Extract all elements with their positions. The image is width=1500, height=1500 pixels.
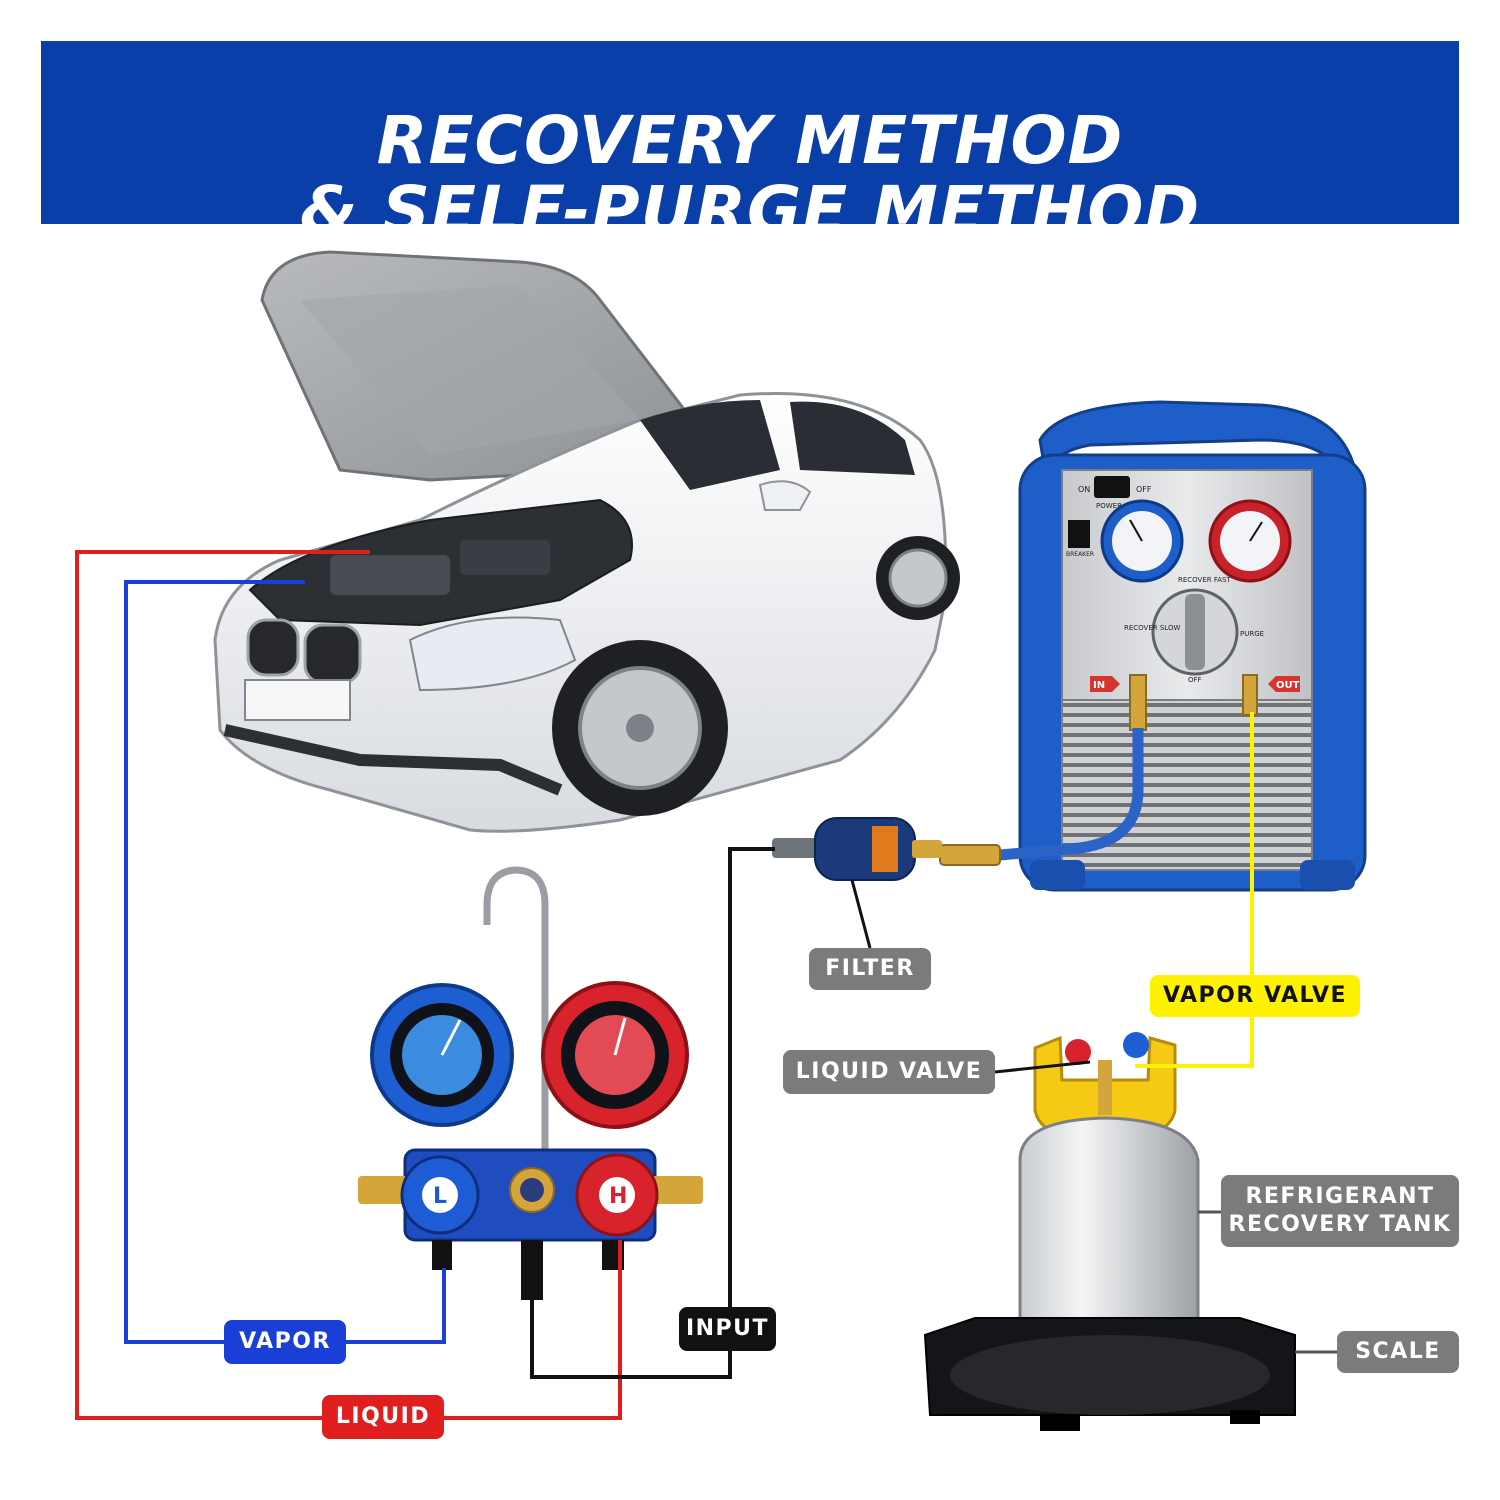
- input-label: INPUT: [679, 1307, 776, 1351]
- filter-leader: [850, 879, 872, 949]
- recovery-machine: ON OFF POWER BREAKER RECOVER FAST RECOVE…: [1018, 400, 1367, 892]
- in-arrow-badge: [1090, 676, 1120, 692]
- liquid-line: [75, 550, 622, 1420]
- panel-on-label: ON: [1078, 485, 1090, 494]
- title-line-2: & SELF-PURGE METHOD: [299, 172, 1201, 249]
- title-line-1: RECOVERY METHOD: [376, 102, 1124, 179]
- liquid-label: LIQUID: [322, 1395, 444, 1439]
- tank-blue-handwheel: [1123, 1032, 1149, 1058]
- car-illustration: [213, 250, 960, 833]
- car-grille-left: [246, 618, 300, 677]
- panel-out-label: OUT: [1276, 680, 1300, 691]
- filter-label: FILTER: [809, 948, 931, 990]
- machine-hose: [999, 728, 1144, 861]
- vapor-valve-label: VAPOR VALVE: [1150, 975, 1360, 1017]
- vapor-line: [124, 580, 446, 1344]
- power-switch: [1094, 476, 1130, 498]
- low-knob-label: L: [433, 1184, 447, 1209]
- machine-out-port: [1242, 674, 1258, 716]
- scale-label: SCALE: [1337, 1331, 1459, 1373]
- panel-in-label: IN: [1093, 680, 1105, 691]
- car-side-window: [790, 401, 915, 475]
- panel-power-label: POWER: [1096, 502, 1122, 510]
- panel-recover-slow-label: RECOVER SLOW: [1124, 624, 1180, 632]
- manifold-gauge-set: L H: [358, 866, 703, 1300]
- tank-red-handwheel: [1065, 1039, 1091, 1065]
- hose-brass-fitting: [939, 844, 1001, 866]
- panel-purge-label: PURGE: [1240, 630, 1264, 638]
- machine-in-port: [1129, 674, 1147, 731]
- panel-breaker-label: BREAKER: [1066, 551, 1094, 558]
- refrigerant-recovery-tank-label: REFRIGERANT RECOVERY TANK: [1221, 1175, 1459, 1247]
- vapor-valve-line: [1135, 712, 1254, 1068]
- filter-drier: [772, 817, 942, 881]
- panel-off-label: OFF: [1136, 485, 1152, 494]
- vapor-label: VAPOR: [224, 1320, 346, 1364]
- refrigerant-recovery-tank: [1018, 1032, 1200, 1366]
- manifold-hook: [483, 866, 549, 1150]
- car-license-plate: [244, 679, 351, 721]
- filter-body: [814, 817, 916, 881]
- title-banner: RECOVERY METHOD & SELF-PURGE METHOD: [41, 41, 1459, 249]
- out-arrow-badge: [1268, 676, 1300, 692]
- liquid-valve-label: LIQUID VALVE: [783, 1050, 995, 1094]
- panel-recover-fast-label: RECOVER FAST: [1178, 576, 1231, 584]
- liquid-valve-leader: [994, 1060, 1091, 1074]
- car-windshield: [640, 400, 780, 490]
- car-grille-right: [303, 623, 362, 685]
- machine-handle: [1038, 400, 1357, 474]
- car-headlight: [408, 616, 577, 692]
- high-knob-label: H: [609, 1184, 627, 1209]
- tank-label-line-1: REFRIGERANT: [1245, 1184, 1435, 1209]
- tank-label-line-2: RECOVERY TANK: [1228, 1212, 1452, 1237]
- breaker-switch: [1068, 520, 1090, 548]
- digital-scale: [923, 1317, 1296, 1431]
- panel-dial-off-label: OFF: [1188, 676, 1202, 684]
- input-line: [530, 847, 775, 1379]
